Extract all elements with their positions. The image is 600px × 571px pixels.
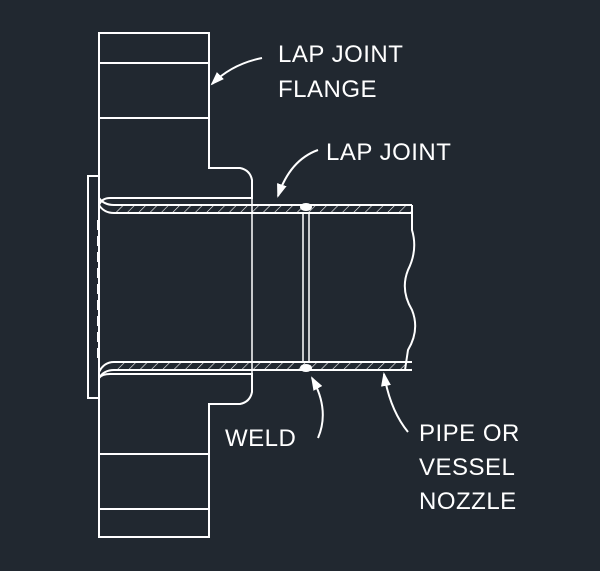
label-weld: WELD bbox=[225, 425, 296, 452]
flange-upper-section bbox=[98, 32, 253, 206]
label-lap-joint-flange-line1: LAP JOINT bbox=[278, 41, 403, 68]
leader-weld bbox=[311, 376, 324, 439]
label-lap-joint: LAP JOINT bbox=[326, 139, 451, 166]
leader-pipe-nozzle bbox=[381, 372, 409, 433]
leader-lap-joint bbox=[277, 149, 319, 198]
label-lap-joint-flange-line2: FLANGE bbox=[278, 76, 377, 103]
label-pipe-or-vessel-nozzle-line2: VESSEL bbox=[419, 454, 515, 481]
pipe-stub-end bbox=[98, 197, 417, 379]
leader-lines bbox=[210, 57, 409, 439]
leader-lap-joint-flange bbox=[210, 57, 263, 86]
stub-end-lap-face bbox=[87, 175, 100, 399]
label-pipe-or-vessel-nozzle-line1: PIPE OR bbox=[419, 420, 520, 447]
flange-bore-outline bbox=[98, 198, 253, 378]
flange-lower-section bbox=[98, 373, 253, 538]
weld-seam bbox=[300, 203, 312, 372]
label-pipe-or-vessel-nozzle-line3: NOZZLE bbox=[419, 488, 517, 515]
